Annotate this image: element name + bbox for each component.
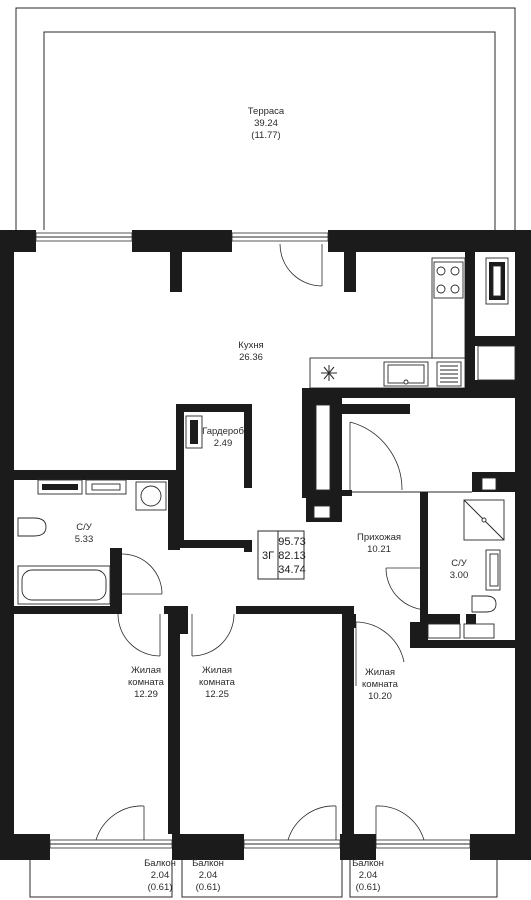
living-total-area: 82.13 — [278, 550, 306, 562]
room-label-room2: Жилая комната 12.25 — [199, 665, 236, 700]
room-label-balcony2: Балкон 2.04 (0.61) — [192, 858, 224, 893]
room-name: Гардероб — [202, 426, 244, 437]
room-name: Жилая — [131, 665, 161, 676]
room-name: Балкон — [144, 858, 176, 869]
living-walls — [14, 606, 356, 834]
room-name: Терраса — [248, 106, 285, 117]
room-area: 2.04 — [151, 870, 170, 881]
balcony-windows — [49, 839, 471, 849]
bath1-door — [121, 553, 163, 595]
room-area: 12.29 — [134, 689, 158, 700]
total-area: 95.73 — [278, 536, 306, 548]
bath1-walls — [14, 470, 182, 614]
terrace-windows — [35, 232, 329, 242]
room-name: Жилая — [202, 665, 232, 676]
room-name: Кухня — [238, 340, 263, 351]
room-label-balcony3: Балкон 2.04 (0.61) — [352, 858, 384, 893]
room-area: 2.49 — [214, 438, 233, 449]
bath2-walls — [410, 492, 531, 648]
room-name: комната — [362, 679, 399, 690]
room-name: комната — [199, 677, 236, 688]
room-area-extra: (0.61) — [148, 882, 173, 893]
room-label-room3: Жилая комната 10.20 — [362, 667, 399, 702]
extractor-icon — [321, 365, 337, 381]
room-name: Балкон — [192, 858, 224, 869]
room-label-room1: Жилая комната 12.29 — [128, 665, 165, 700]
room-name: С/У — [451, 558, 468, 569]
room-label-kitchen: Кухня 26.36 — [238, 340, 263, 363]
pillar-right — [344, 252, 356, 292]
room-area: 5.33 — [75, 534, 94, 545]
room-area: 2.04 — [199, 870, 218, 881]
hall-walls — [302, 388, 515, 522]
room-name: С/У — [76, 522, 93, 533]
room-area: 12.25 — [205, 689, 229, 700]
room-name: комната — [128, 677, 165, 688]
room-label-balcony1: Балкон 2.04 (0.61) — [144, 858, 176, 893]
apartment-type: 3Г — [262, 550, 274, 562]
room-area: 2.04 — [359, 870, 378, 881]
room-label-bath1: С/У 5.33 — [75, 522, 94, 545]
room-name: Балкон — [352, 858, 384, 869]
terrace — [15, 7, 516, 230]
room-label-bath2: С/У 3.00 — [450, 558, 469, 581]
room-area: 39.24 — [254, 118, 278, 129]
living-doors — [117, 613, 405, 686]
room-area: 3.00 — [450, 570, 469, 581]
room-name: Жилая — [365, 667, 395, 678]
balconies — [29, 860, 498, 898]
room-area: 10.20 — [368, 691, 392, 702]
room-name: Прихожая — [357, 532, 401, 543]
room-area: 26.36 — [239, 352, 263, 363]
room-area: 10.21 — [367, 544, 391, 555]
room-area-extra: (0.61) — [196, 882, 221, 893]
room-area-extra: (0.61) — [356, 882, 381, 893]
apartment-summary: 3Г 95.73 82.13 34.74 — [257, 530, 306, 580]
living-area: 34.74 — [278, 564, 306, 576]
balcony-doors — [95, 805, 425, 841]
room-label-wardrobe: Гардероб 2.49 — [202, 426, 244, 449]
pillar-left — [170, 252, 182, 292]
terrace-door — [279, 243, 323, 287]
utility-shaft — [465, 252, 516, 390]
counter-wall — [302, 388, 531, 398]
room-label-terrace: Терраса 39.24 (11.77) — [248, 106, 285, 141]
hall-doors — [349, 421, 429, 611]
kitchen-counter — [309, 257, 466, 389]
room-area-extra: (11.77) — [251, 130, 280, 141]
room-label-hall: Прихожая 10.21 — [357, 532, 401, 555]
outer-walls — [0, 230, 531, 860]
